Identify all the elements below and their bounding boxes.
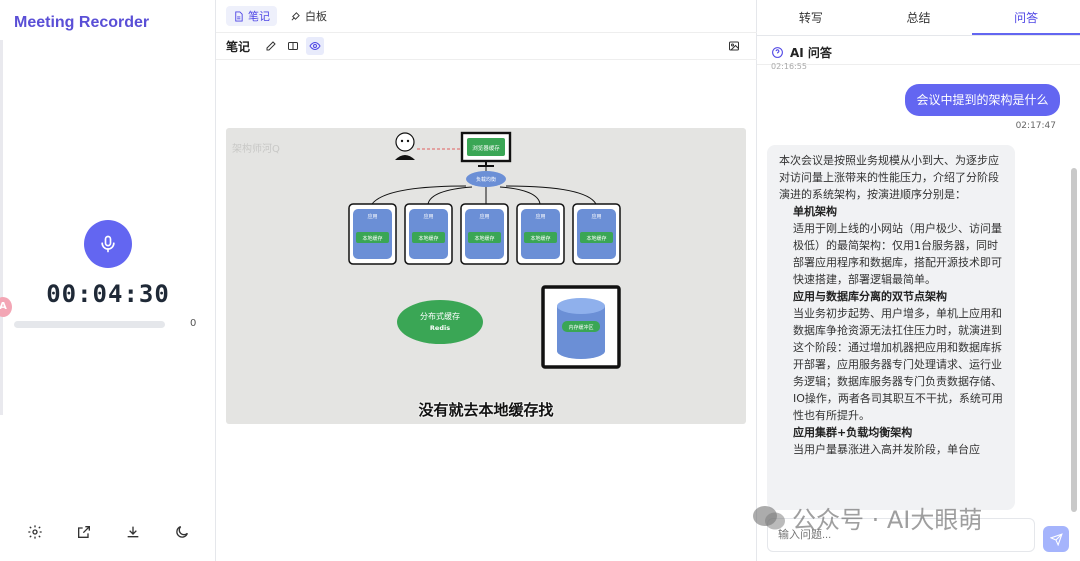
tab-whiteboard-label: 白板 <box>305 10 327 23</box>
ai-section-title: 应用与数据库分离的双节点架构 <box>793 290 947 303</box>
app-node-label: 应用 <box>591 213 601 220</box>
eye-icon <box>309 41 321 51</box>
user-question-bubble: 会议中提到的架构是什么 <box>905 84 1060 116</box>
help-circle-icon <box>772 47 783 58</box>
dark-mode-button[interactable] <box>170 520 194 544</box>
redis-title: 分布式缓存 <box>420 311 460 321</box>
local-cache-label: 本地缓存 <box>362 235 382 242</box>
gear-icon <box>27 525 42 539</box>
notes-tabs: 笔记 白板 <box>226 6 334 26</box>
preview-button[interactable] <box>306 37 325 55</box>
app-title: Meeting Recorder <box>14 14 150 31</box>
question-input-wrapper <box>767 518 1035 552</box>
gateway-label: 负载均衡 <box>476 176 496 183</box>
ai-section-title: 应用集群+负载均衡架构 <box>793 426 913 439</box>
audio-level-bar <box>14 321 165 328</box>
qa-title: AI 问答 <box>790 46 832 60</box>
download-icon <box>127 526 138 538</box>
download-button[interactable] <box>121 520 145 544</box>
app-node-label: 应用 <box>423 213 433 220</box>
local-cache-block <box>356 232 389 243</box>
local-cache-block <box>524 232 557 243</box>
recorder-pane: Meeting Recorder A 00:04:30 0 <box>0 0 216 561</box>
left-edge-strip <box>0 40 3 415</box>
tab-summary[interactable]: 总结 <box>906 11 931 25</box>
notes-toolbar: 笔记 <box>216 32 757 60</box>
local-cache-label: 本地缓存 <box>586 235 606 242</box>
avatar[interactable]: A <box>0 297 12 317</box>
app-node-label: 应用 <box>535 213 545 220</box>
tab-notes[interactable]: 笔记 <box>226 6 277 26</box>
local-cache-label: 本地缓存 <box>530 235 550 242</box>
architecture-diagram: 浏览器缓存 负载均衡 应用本地缓存应用本地缓存应用本地缓存应用本地缓存应用本地缓… <box>348 131 621 369</box>
pencil-icon <box>266 41 276 51</box>
notes-pane: 笔记 白板 笔记 架构师河Q <box>216 0 757 561</box>
ai-section-text: 适用于刚上线的小网站（用户极少、访问量极低）的最简架构：仅用1台服务器，同时部署… <box>793 222 1002 286</box>
notes-heading: 笔记 <box>226 39 251 54</box>
image-icon <box>729 41 739 51</box>
document-icon <box>235 10 243 22</box>
send-button[interactable] <box>1043 526 1069 552</box>
account-watermark-text: 公众号 · AI大眼萌 <box>792 506 983 534</box>
wechat-icon <box>753 505 785 529</box>
question-input[interactable] <box>768 519 1034 551</box>
previous-timestamp: 02:16:55 <box>771 62 807 71</box>
video-frame[interactable]: 架构师河Q 浏览器缓存 负载均衡 <box>226 128 746 424</box>
microphone-icon <box>101 235 115 253</box>
local-cache-label: 本地缓存 <box>474 235 494 242</box>
user-figure <box>395 132 415 160</box>
ai-section-text: 当业务初步起势、用户增多，单机上应用和数据库争抢资源无法扛住压力时，就演进到这个… <box>793 307 1003 422</box>
local-cache-block <box>580 232 613 243</box>
app-node-label: 应用 <box>479 213 489 220</box>
video-subtitle: 没有就去本地缓存找 <box>418 401 554 419</box>
ai-answer-intro: 本次会议是按照业务规模从小到大、为逐步应对访问量上涨带来的性能压力，介绍了分阶段… <box>779 154 999 201</box>
brush-icon <box>291 11 300 20</box>
recording-timer: 00:04:30 <box>46 280 170 308</box>
moon-icon <box>175 526 188 538</box>
split-view-button[interactable] <box>284 37 302 55</box>
local-cache-block <box>412 232 445 243</box>
settings-button[interactable] <box>23 520 47 544</box>
tab-whiteboard[interactable]: 白板 <box>283 6 334 26</box>
columns-icon <box>288 42 299 50</box>
browser-cache-label: 浏览器缓存 <box>472 144 500 152</box>
audio-level-value: 0 <box>190 318 197 329</box>
redis-name: Redis <box>430 324 450 332</box>
tab-notes-label: 笔记 <box>248 10 270 23</box>
edit-button[interactable] <box>262 37 280 55</box>
insert-image-button[interactable] <box>725 37 743 55</box>
memory-cache-label: 内存缓冲区 <box>568 324 593 331</box>
user-question-timestamp: 02:17:47 <box>1015 121 1056 131</box>
ai-section-text: 当用户量暴涨进入高并发阶段，单台应 <box>793 443 980 456</box>
qa-header: AI 问答 <box>771 44 832 61</box>
tab-transcript[interactable]: 转写 <box>798 11 823 25</box>
tab-qa[interactable]: 问答 <box>972 0 1080 35</box>
assistant-tabs: 转写 总结 问答 <box>757 0 1080 36</box>
external-link-icon <box>77 526 90 538</box>
ai-answer-bubble: 本次会议是按照业务规模从小到大、为逐步应对访问量上涨带来的性能压力，介绍了分阶段… <box>767 145 1015 510</box>
record-button[interactable] <box>84 220 132 268</box>
account-watermark: 公众号 · AI大眼萌 <box>752 500 982 535</box>
app-node-label: 应用 <box>367 213 377 220</box>
open-external-button[interactable] <box>72 520 96 544</box>
local-cache-label: 本地缓存 <box>418 235 438 242</box>
qa-divider <box>757 64 1080 65</box>
left-toolbar <box>0 520 216 544</box>
send-icon <box>1049 532 1063 546</box>
ai-section-title: 单机架构 <box>793 205 837 218</box>
chat-scrollbar[interactable] <box>1071 168 1077 512</box>
local-cache-block <box>468 232 501 243</box>
assistant-pane: 转写 总结 问答 AI 问答 02:16:55 会议中提到的架构是什么 02:1… <box>757 0 1080 561</box>
video-watermark: 架构师河Q <box>232 144 280 155</box>
